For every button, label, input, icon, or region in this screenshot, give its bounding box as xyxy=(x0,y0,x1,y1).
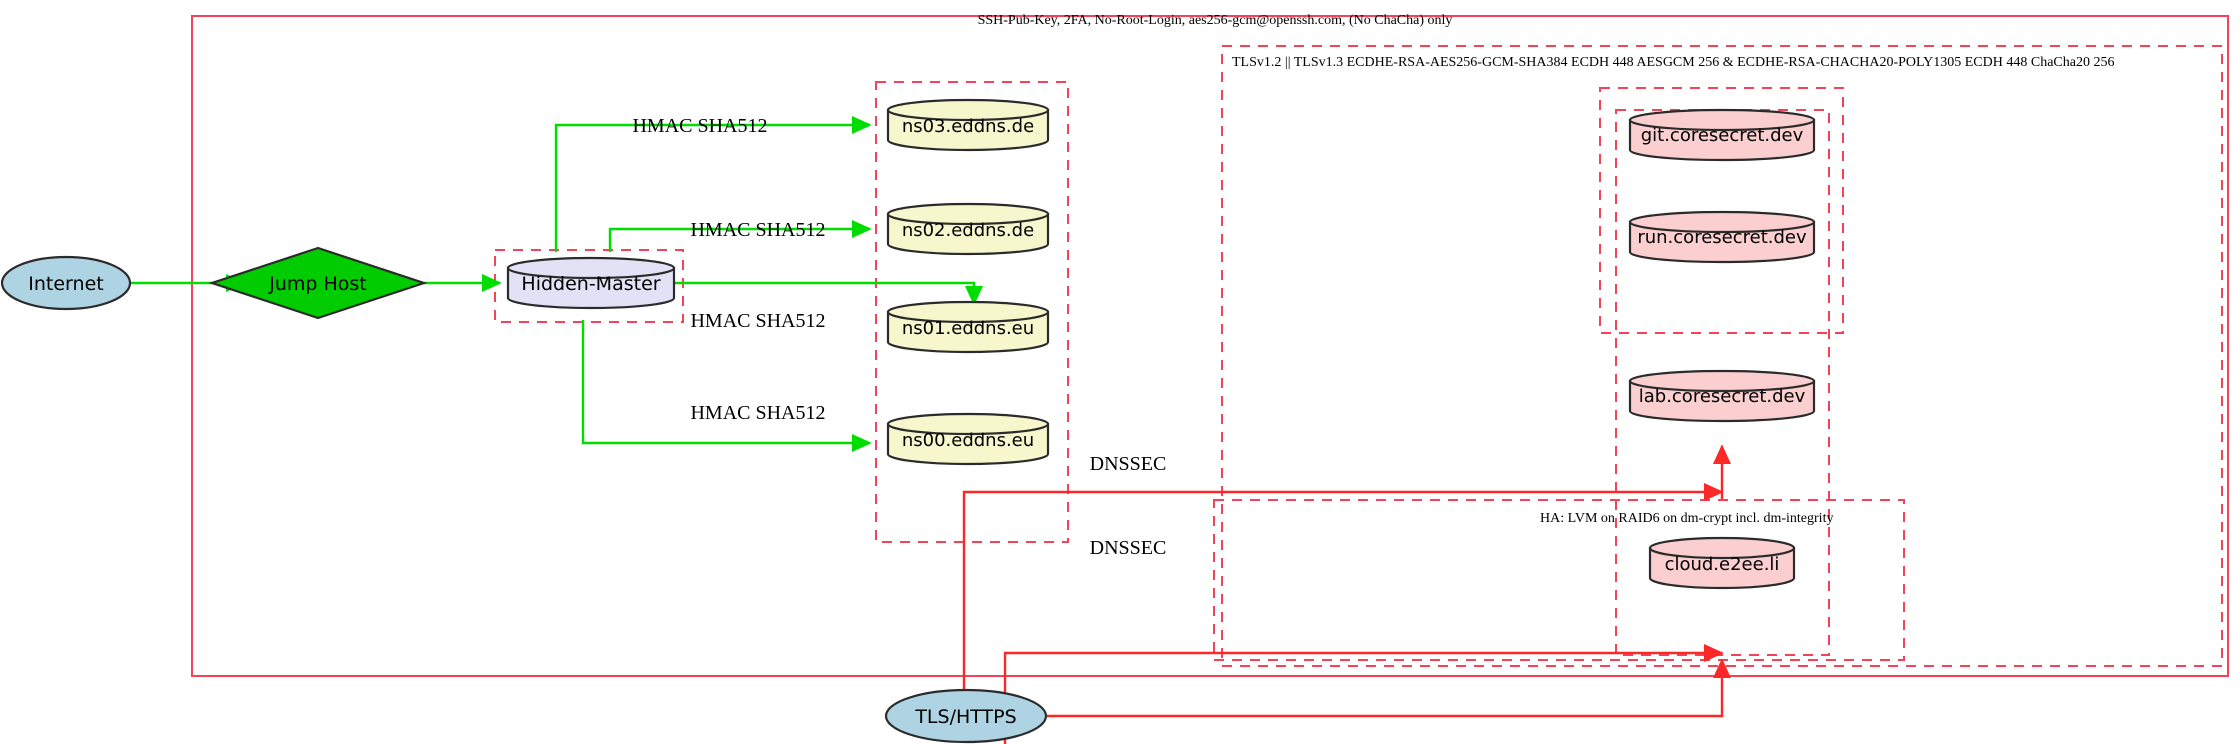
edge-hiddenmaster-to-ns03 xyxy=(554,116,872,252)
ha-cluster xyxy=(1213,499,1905,661)
coresecret-outer-cluster xyxy=(1599,87,1844,334)
node-lab-coresecret[interactable]: lab.coresecret.dev xyxy=(1628,369,1816,423)
hidden-master-cluster xyxy=(494,249,684,323)
node-ns00[interactable]: ns00.eddns.eu xyxy=(886,412,1050,466)
node-cloud-e2ee-label: cloud.e2ee.li xyxy=(1665,554,1780,575)
edge-label-dnssec-upper: DNSSEC xyxy=(1090,453,1167,475)
edge-label-hmac-ns01: HMAC SHA512 xyxy=(690,310,825,332)
node-jump-host[interactable]: Jump Host xyxy=(208,246,428,320)
ssh-policy-label: SSH-Pub-Key, 2FA, No-Root-Login, aes256-… xyxy=(978,13,1453,28)
edge-hiddenmaster-to-ns00 xyxy=(581,320,872,452)
edge-dnssec-lower xyxy=(1003,644,1724,744)
node-jump-host-label: Jump Host xyxy=(268,273,367,295)
ssh-policy-frame xyxy=(191,15,2229,677)
edge-label-hmac-ns00: HMAC SHA512 xyxy=(690,402,825,424)
edge-label-hmac-ns03: HMAC SHA512 xyxy=(632,115,767,137)
node-ns03[interactable]: ns03.eddns.de xyxy=(886,98,1050,152)
node-ns00-label: ns00.eddns.eu xyxy=(902,430,1034,451)
node-tls-https[interactable]: TLS/HTTPS xyxy=(884,688,1048,744)
edge-tls-to-services xyxy=(1046,658,1731,718)
ha-cluster-label: HA: LVM on RAID6 on dm-crypt incl. dm-in… xyxy=(1540,511,1833,526)
edge-hiddenmaster-to-ns02 xyxy=(608,220,872,252)
node-hidden-master[interactable]: Hidden-Master xyxy=(506,256,676,310)
node-git-coresecret-label: git.coresecret.dev xyxy=(1641,125,1804,146)
node-hidden-master-label: Hidden-Master xyxy=(521,273,660,295)
node-ns03-label: ns03.eddns.de xyxy=(902,116,1034,137)
edge-hiddenmaster-to-ns01 xyxy=(673,281,983,306)
node-internet[interactable]: Internet xyxy=(0,255,132,311)
node-tls-https-label: TLS/HTTPS xyxy=(914,706,1016,728)
node-ns01-label: ns01.eddns.eu xyxy=(902,318,1034,339)
node-internet-label: Internet xyxy=(28,273,103,295)
node-ns01[interactable]: ns01.eddns.eu xyxy=(886,300,1050,354)
dns-cluster xyxy=(875,81,1069,543)
node-ns02-label: ns02.eddns.de xyxy=(902,220,1034,241)
edge-label-dnssec-lower: DNSSEC xyxy=(1090,537,1167,559)
node-run-coresecret[interactable]: run.coresecret.dev xyxy=(1628,210,1816,264)
node-run-coresecret-label: run.coresecret.dev xyxy=(1637,227,1807,248)
edge-label-hmac-ns02: HMAC SHA512 xyxy=(690,219,825,241)
node-ns02[interactable]: ns02.eddns.de xyxy=(886,202,1050,256)
node-cloud-e2ee[interactable]: cloud.e2ee.li xyxy=(1648,536,1796,590)
node-lab-coresecret-label: lab.coresecret.dev xyxy=(1639,386,1806,407)
node-git-coresecret[interactable]: git.coresecret.dev xyxy=(1628,108,1816,162)
edge-dnssec-upper xyxy=(962,483,1724,704)
tls-policy-label: TLSv1.2 || TLSv1.3 ECDHE-RSA-AES256-GCM-… xyxy=(1232,55,2114,70)
